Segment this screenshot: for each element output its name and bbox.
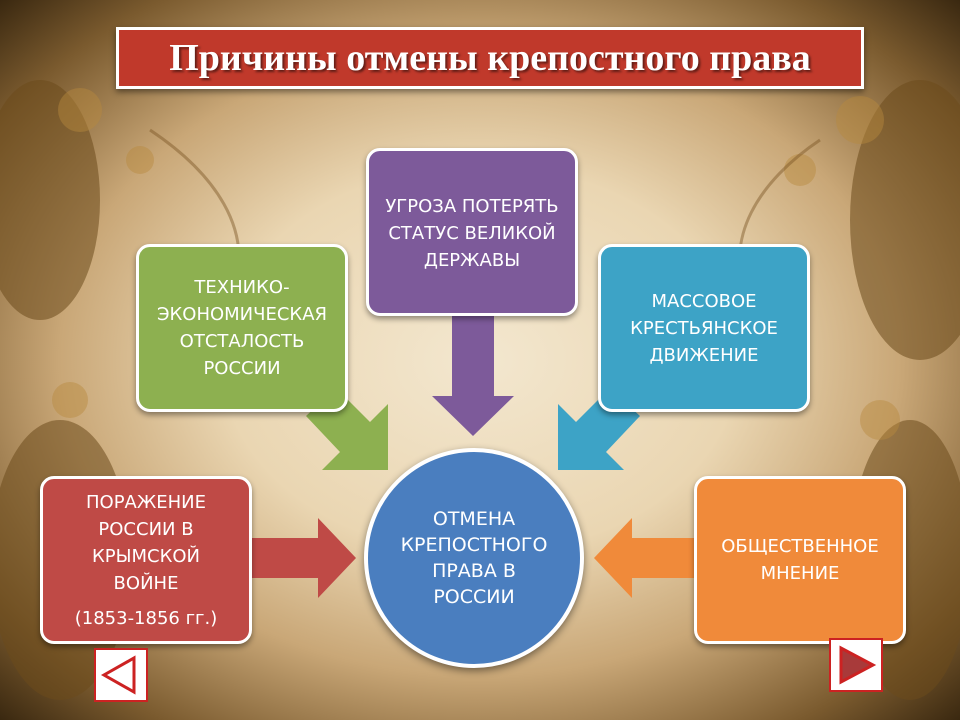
cause-tech-line: ЭКОНОМИЧЕСКАЯ	[156, 304, 328, 325]
cause-peasant-line: ДВИЖЕНИЕ	[649, 344, 759, 366]
cause-power-box: УГРОЗА ПОТЕРЯТЬ СТАТУС ВЕЛИКОЙ ДЕРЖАВЫ	[366, 148, 578, 316]
cause-tech-line: ОТСТАЛОСТЬ	[179, 331, 305, 352]
cause-peasant-line: КРЕСТЬЯНСКОЕ	[630, 317, 778, 339]
center-line: КРЕПОСТНОГО	[400, 534, 548, 556]
cause-opinion-line: ОБЩЕСТВЕННОЕ	[721, 536, 879, 557]
page-title: Причины отмены крепостного права	[169, 37, 811, 79]
next-slide-button[interactable]	[829, 638, 883, 692]
cause-peasant-line: МАССОВОЕ	[651, 290, 757, 312]
cause-crimea-line: ВОЙНЕ	[113, 572, 179, 594]
cause-crimea-line: РОССИИ В	[98, 518, 194, 540]
center-line: ПРАВА В	[432, 560, 516, 582]
cause-crimea-years: (1853-1856 гг.)	[74, 607, 218, 629]
center-line: РОССИИ	[433, 586, 515, 608]
title-banner: Причины отмены крепостного права	[116, 27, 864, 89]
cause-crimea-line: КРЫМСКОЙ	[91, 545, 201, 567]
cause-crimea-line: ПОРАЖЕНИЕ	[85, 491, 206, 513]
cause-tech-box: ТЕХНИКО- ЭКОНОМИЧЕСКАЯ ОТСТАЛОСТЬ РОССИИ	[136, 244, 348, 412]
cause-crimea-box: ПОРАЖЕНИЕ РОССИИ В КРЫМСКОЙ ВОЙНЕ (1853-…	[40, 476, 252, 644]
cause-tech-line: ТЕХНИКО-	[194, 277, 290, 298]
triangle-right-icon	[839, 645, 877, 685]
center-line: ОТМЕНА	[432, 508, 516, 530]
triangle-left-icon	[100, 655, 136, 695]
cause-power-line: ДЕРЖАВЫ	[423, 250, 521, 271]
prev-slide-button[interactable]	[94, 648, 148, 702]
cause-tech-line: РОССИИ	[203, 358, 281, 379]
cause-power-line: СТАТУС ВЕЛИКОЙ	[388, 223, 556, 244]
cause-opinion-box: ОБЩЕСТВЕННОЕ МНЕНИЕ	[694, 476, 906, 644]
cause-peasant-box: МАССОВОЕ КРЕСТЬЯНСКОЕ ДВИЖЕНИЕ	[598, 244, 810, 412]
center-result-circle: ОТМЕНА КРЕПОСТНОГО ПРАВА В РОССИИ	[364, 448, 584, 668]
cause-power-line: УГРОЗА ПОТЕРЯТЬ	[385, 196, 559, 217]
cause-opinion-line: МНЕНИЕ	[760, 563, 840, 584]
